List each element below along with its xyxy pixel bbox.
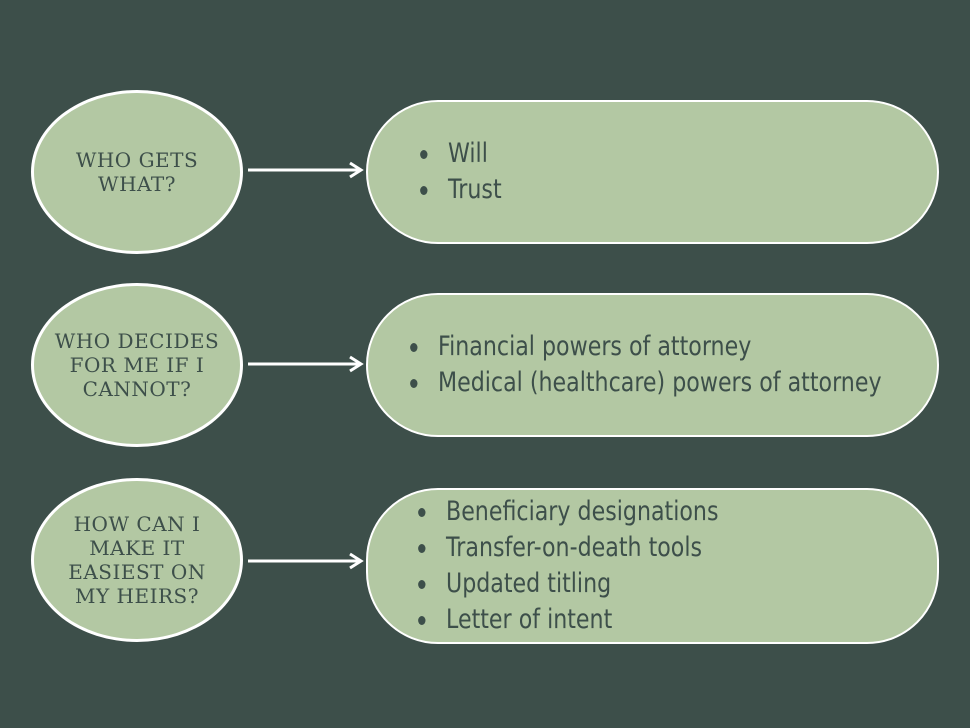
answer-box-who-gets-what: Will Trust bbox=[366, 100, 939, 244]
question-oval-who-decides: WHO DECIDES FOR ME IF I CANNOT? bbox=[31, 283, 243, 447]
bullet-icon bbox=[418, 544, 426, 553]
list-item: Letter of intent bbox=[418, 602, 719, 638]
list-item: Medical (healthcare) powers of attorney bbox=[410, 365, 882, 401]
question-oval-who-gets-what: WHO GETS WHAT? bbox=[31, 90, 243, 254]
bullet-icon bbox=[420, 150, 428, 159]
list-item: Will bbox=[420, 136, 502, 172]
answer-box-heirs: Beneficiary designations Transfer-on-dea… bbox=[366, 488, 939, 644]
answer-list: Beneficiary designations Transfer-on-dea… bbox=[368, 494, 778, 638]
answer-list: Financial powers of attorney Medical (he… bbox=[368, 329, 970, 401]
bullet-icon bbox=[420, 186, 428, 195]
list-item: Beneficiary designations bbox=[418, 494, 719, 530]
list-item: Updated titling bbox=[418, 566, 719, 602]
arrow-right-icon bbox=[248, 552, 364, 570]
arrow-right-icon bbox=[248, 355, 364, 373]
question-text: WHO DECIDES FOR ME IF I CANNOT? bbox=[54, 329, 220, 401]
list-item: Trust bbox=[420, 172, 502, 208]
answer-list: Will Trust bbox=[368, 136, 513, 208]
answer-box-who-decides: Financial powers of attorney Medical (he… bbox=[366, 293, 939, 437]
bullet-icon bbox=[418, 616, 426, 625]
bullet-icon bbox=[410, 379, 418, 388]
bullet-icon bbox=[410, 343, 418, 352]
question-text: HOW CAN I MAKE IT EASIEST ON MY HEIRS? bbox=[68, 512, 206, 608]
list-item: Transfer-on-death tools bbox=[418, 530, 719, 566]
question-oval-heirs: HOW CAN I MAKE IT EASIEST ON MY HEIRS? bbox=[31, 478, 243, 642]
list-item: Financial powers of attorney bbox=[410, 329, 882, 365]
arrow-right-icon bbox=[248, 161, 364, 179]
question-text: WHO GETS WHAT? bbox=[75, 148, 199, 196]
bullet-icon bbox=[418, 508, 426, 517]
bullet-icon bbox=[418, 580, 426, 589]
